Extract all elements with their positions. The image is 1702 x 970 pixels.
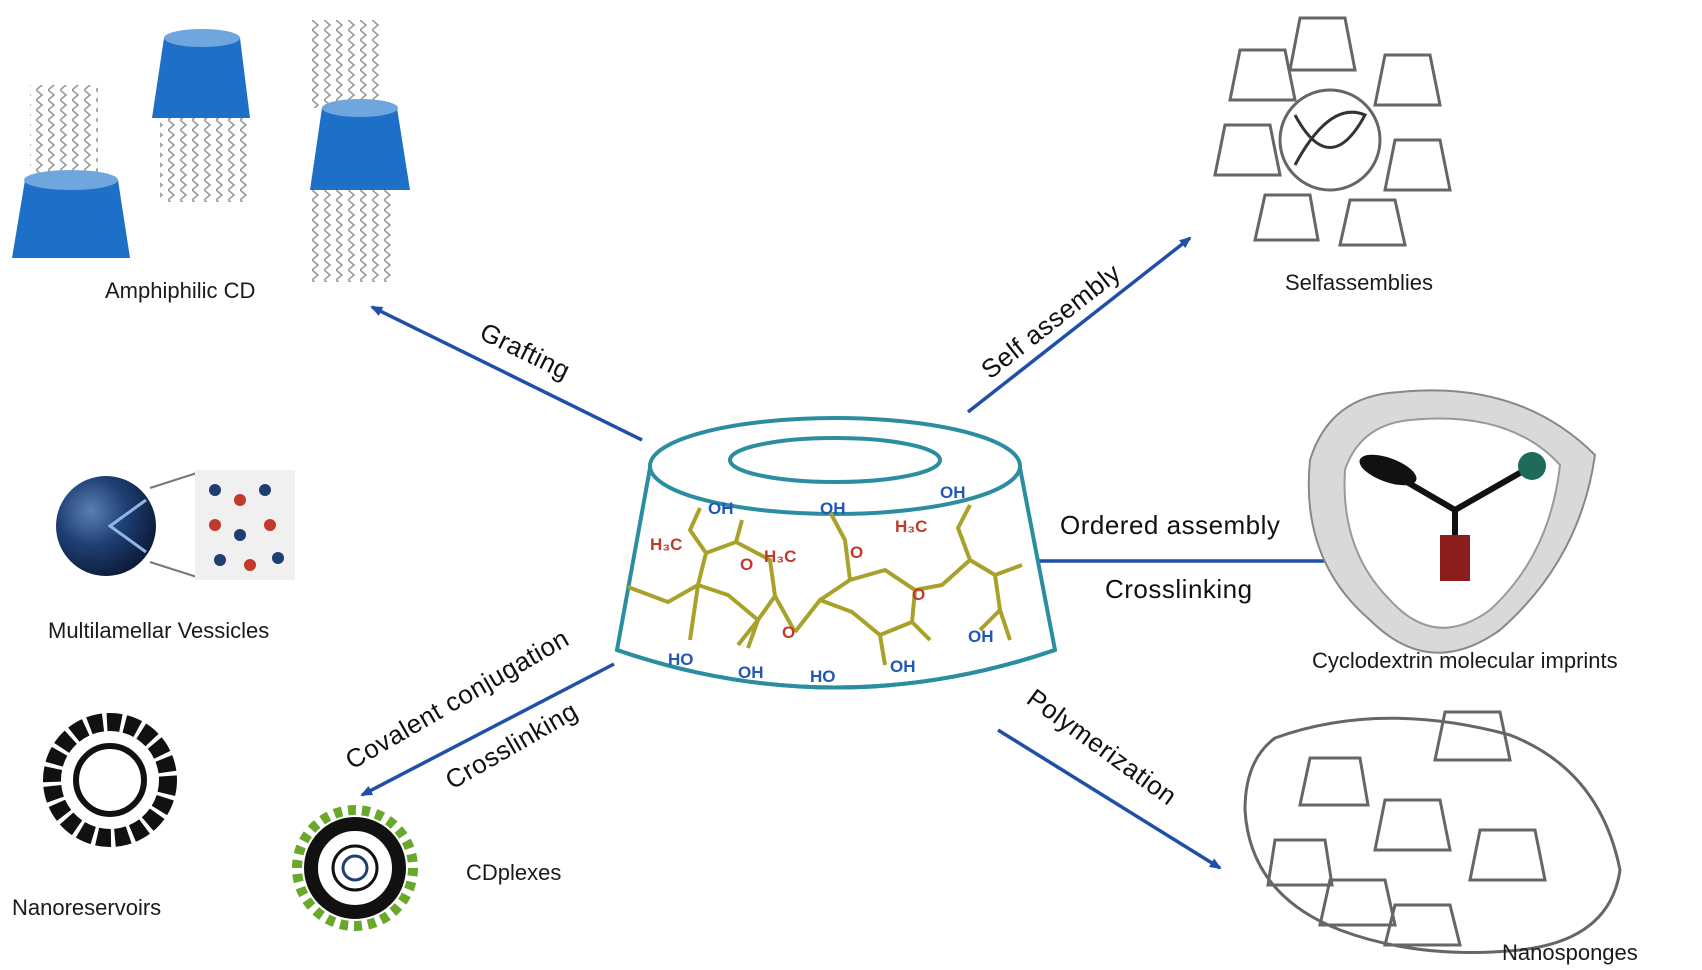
link-o-2: O	[912, 585, 925, 604]
cdplexes-illustration	[292, 805, 418, 931]
oh-6: OH	[968, 627, 994, 646]
arrow-grafting	[370, 305, 643, 442]
h3c-2: H₃C	[764, 547, 796, 566]
oh-3: OH	[940, 483, 966, 502]
ho-1: HO	[668, 650, 694, 669]
oh-1: OH	[708, 499, 734, 518]
arrows	[360, 236, 1342, 870]
arrow-polymerization	[997, 728, 1222, 870]
nanosponges-label: Nanosponges	[1502, 940, 1638, 965]
central-cyclodextrin: OH OH OH H₃C H₃C H₃C O O O O HO OH HO OH…	[614, 416, 1058, 690]
ring-o-2: O	[850, 543, 863, 562]
ordered-assembly-label: Ordered assembly	[1060, 510, 1280, 540]
link-o-1: O	[782, 623, 795, 642]
selfassemblies-label: Selfassemblies	[1285, 270, 1433, 295]
multilamellar-vesicles-illustration	[56, 470, 295, 580]
h3c-1: H₃C	[650, 535, 682, 554]
polymerization-label: Polymerization	[1021, 683, 1182, 812]
h3c-3: H₃C	[895, 517, 927, 536]
ho-2: HO	[810, 667, 836, 686]
cdplexes-label: CDplexes	[466, 860, 561, 885]
covalent-label: Covalent conjugation	[340, 623, 574, 775]
molecular-imprints-label: Cyclodextrin molecular imprints	[1312, 648, 1618, 673]
nanoreservoirs-illustration	[43, 713, 177, 847]
arrow-self-assembly	[966, 236, 1192, 414]
self-assembly-label: Self assembly	[975, 257, 1126, 384]
oh-5: OH	[890, 657, 916, 676]
oh-4: OH	[738, 663, 764, 682]
arrow-covalent	[360, 662, 615, 797]
grafting-label: Grafting	[475, 316, 575, 385]
glucose-chain	[627, 504, 1023, 666]
ring-o-1: O	[740, 555, 753, 574]
crosslinking-right-label: Crosslinking	[1105, 574, 1253, 604]
nanosponges-illustration	[1243, 710, 1622, 954]
oh-2: OH	[820, 499, 846, 518]
molecular-imprints-illustration	[1307, 389, 1597, 654]
selfassemblies-illustration	[1213, 16, 1452, 247]
amphiphilic-cd-illustration	[12, 20, 410, 282]
multilamellar-label: Multilamellar Vessicles	[48, 618, 269, 643]
nanoreservoirs-label: Nanoreservoirs	[12, 895, 161, 920]
amphiphilic-cd-label: Amphiphilic CD	[105, 278, 255, 303]
